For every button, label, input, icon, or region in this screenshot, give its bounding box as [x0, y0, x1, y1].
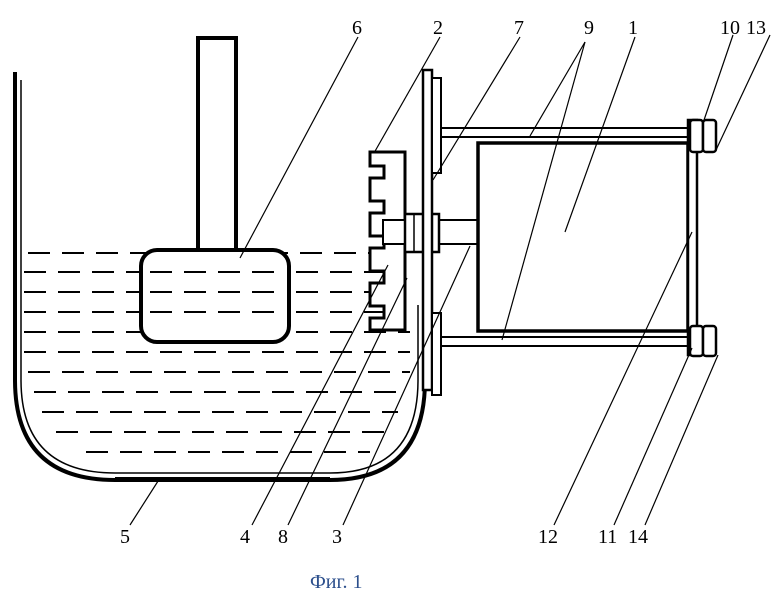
- housing: [478, 143, 688, 331]
- label-11: 11: [598, 526, 617, 548]
- label-13: 13: [746, 17, 766, 39]
- label-3: 3: [332, 526, 342, 548]
- label-4: 4: [240, 526, 250, 548]
- label-6: 6: [352, 17, 362, 39]
- label-7: 7: [514, 17, 524, 39]
- label-9: 9: [584, 17, 594, 39]
- label-2: 2: [433, 17, 443, 39]
- label-1: 1: [628, 17, 638, 39]
- label-5: 5: [120, 526, 130, 548]
- label-12: 12: [538, 526, 558, 548]
- label-14: 14: [628, 526, 648, 548]
- figure-caption: Фиг. 1: [310, 571, 362, 593]
- label-10: 10: [720, 17, 740, 39]
- label-8: 8: [278, 526, 288, 548]
- float-body: [141, 38, 289, 342]
